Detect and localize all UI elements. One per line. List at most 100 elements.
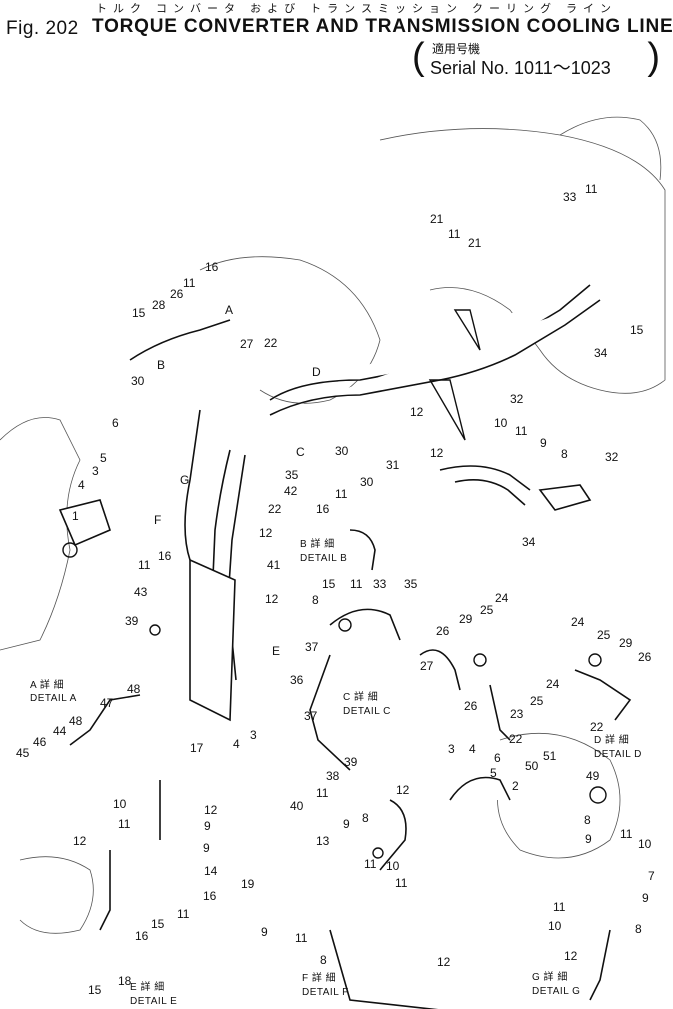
callout-11: 11	[585, 182, 598, 196]
detail-captions: B 詳 細 DETAIL B A 詳 細 DETAIL A C 詳 細 DETA…	[30, 537, 642, 1007]
callout-8: 8	[320, 953, 327, 967]
callout-34: 34	[594, 346, 608, 360]
callout-26: 26	[436, 624, 450, 638]
serial-range: Serial No. 1011～1023	[430, 58, 611, 78]
callout-12: 12	[265, 592, 279, 606]
callout-11: 11	[183, 276, 196, 290]
callout-9: 9	[540, 436, 547, 450]
callout-50: 50	[525, 759, 539, 773]
callout-5: 5	[490, 766, 497, 780]
detail-d-label: DETAIL D	[594, 749, 642, 760]
callout-9: 9	[343, 817, 350, 831]
callout-34: 34	[522, 535, 536, 549]
callout-16: 16	[158, 549, 172, 563]
callout-11: 11	[118, 817, 131, 831]
callout-33: 33	[373, 577, 387, 591]
callout-10: 10	[386, 859, 400, 873]
callout-4: 4	[469, 742, 476, 756]
callout-12: 12	[259, 526, 273, 540]
callout-16: 16	[205, 260, 219, 274]
callout-19: 19	[241, 877, 255, 891]
close-paren-glyph: )	[647, 36, 660, 78]
callout-A: A	[225, 303, 233, 317]
callout-26: 26	[638, 650, 652, 664]
callout-16: 16	[316, 502, 330, 516]
callout-23: 23	[510, 707, 524, 721]
detail-e-label: DETAIL E	[130, 996, 177, 1007]
callout-24: 24	[546, 677, 560, 691]
callout-E: E	[272, 644, 280, 658]
callout-9: 9	[204, 819, 211, 833]
detail-parts	[62, 542, 632, 1009]
detail-f-label: DETAIL F	[302, 987, 349, 998]
callout-9: 9	[585, 832, 592, 846]
callout-5: 5	[100, 451, 107, 465]
serial-applicability-box: ( 適用号機 Serial No. 1011～1023 )	[412, 38, 660, 78]
callout-6: 6	[112, 416, 119, 430]
figure-title-kana: トルク コンバータ および トランスミッション クーリング ライン	[96, 3, 618, 15]
callout-31: 31	[386, 458, 400, 472]
callout-44: 44	[53, 724, 67, 738]
callout-D: D	[312, 365, 321, 379]
callout-G: G	[180, 473, 189, 487]
callout-10: 10	[548, 919, 562, 933]
callout-12: 12	[204, 803, 218, 817]
callout-12: 12	[410, 405, 424, 419]
callout-21: 21	[430, 212, 444, 226]
callout-38: 38	[326, 769, 340, 783]
callout-25: 25	[480, 603, 494, 617]
callout-22: 22	[509, 732, 523, 746]
detail-g-label: DETAIL G	[532, 986, 580, 997]
callout-8: 8	[362, 811, 369, 825]
callout-11: 11	[515, 424, 528, 438]
callout-3: 3	[448, 742, 455, 756]
callout-12: 12	[437, 955, 451, 969]
callout-22: 22	[268, 502, 282, 516]
callout-35: 35	[285, 468, 299, 482]
callout-32: 32	[510, 392, 524, 406]
callout-8: 8	[561, 447, 568, 461]
callout-9: 9	[261, 925, 268, 939]
callout-27: 27	[420, 659, 434, 673]
detail-a-label: DETAIL A	[30, 693, 77, 704]
callout-7: 7	[648, 869, 655, 883]
detail-e-jp: E 詳 細	[130, 980, 165, 993]
callout-49: 49	[586, 769, 600, 783]
callout-15: 15	[630, 323, 644, 337]
callout-11: 11	[364, 857, 377, 871]
callout-2: 2	[512, 779, 519, 793]
callout-10: 10	[113, 797, 127, 811]
callout-22: 22	[264, 336, 278, 350]
callout-48: 48	[69, 714, 83, 728]
detail-a-jp: A 詳 細	[30, 678, 64, 691]
callout-16: 16	[135, 929, 149, 943]
detail-b-jp: B 詳 細	[300, 537, 335, 550]
callout-33: 33	[563, 190, 577, 204]
callout-29: 29	[459, 612, 473, 626]
detail-c-label: DETAIL C	[343, 706, 391, 717]
callout-32: 32	[605, 450, 619, 464]
callout-11: 11	[350, 577, 363, 591]
callout-26: 26	[464, 699, 478, 713]
callout-47: 47	[100, 696, 114, 710]
callout-30: 30	[335, 444, 349, 458]
callout-41: 41	[267, 558, 281, 572]
detail-f-jp: F 詳 細	[302, 971, 336, 984]
callout-42: 42	[284, 484, 298, 498]
callout-24: 24	[571, 615, 585, 629]
callout-11: 11	[316, 786, 329, 800]
callout-8: 8	[584, 813, 591, 827]
callout-11: 11	[138, 558, 151, 572]
callout-21: 21	[468, 236, 482, 250]
background-machine-outline	[0, 116, 666, 934]
callout-37: 37	[305, 640, 319, 654]
callout-46: 46	[33, 735, 47, 749]
callout-11: 11	[620, 827, 633, 841]
callout-15: 15	[88, 983, 102, 997]
detail-b-label: DETAIL B	[300, 553, 347, 564]
callout-22: 22	[590, 720, 604, 734]
callout-45: 45	[16, 746, 30, 760]
figure-number: Fig. 202	[6, 18, 79, 39]
detail-c-jp: C 詳 細	[343, 690, 378, 703]
